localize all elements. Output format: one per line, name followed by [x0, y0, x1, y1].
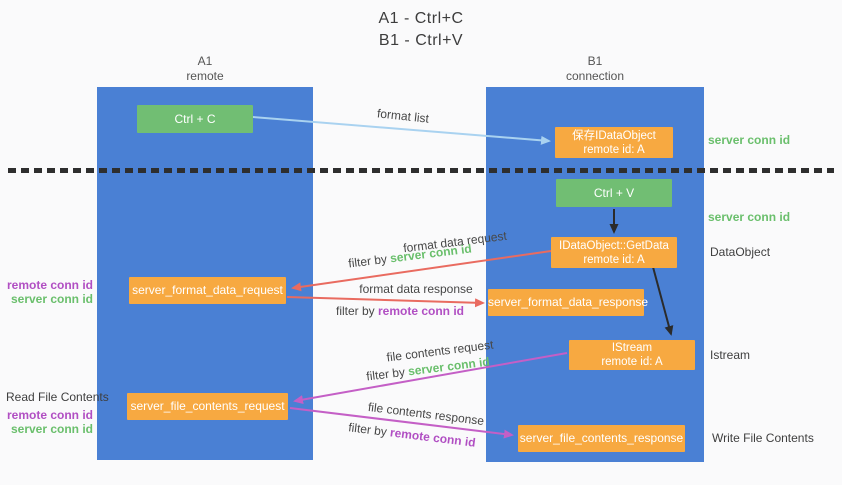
server-format-data-request-node: server_format_data_request: [129, 277, 286, 304]
title-line-1: A1 - Ctrl+C: [378, 10, 464, 27]
filter-by-text: filter by: [365, 364, 409, 384]
istream-node: IStream remote id: A: [569, 340, 695, 370]
read-file-contents-annotation: Read File Contents: [6, 390, 109, 404]
filter-by-text: filter by: [347, 420, 392, 440]
lane-b-header: B1 connection: [486, 54, 704, 84]
server-conn-id-annotation-1: server conn id: [10, 292, 93, 306]
session-divider-dotted-line: [8, 168, 834, 173]
server-file-contents-response-node: server_file_contents_response: [518, 425, 685, 452]
remote-conn-id-key: remote conn id: [389, 425, 477, 450]
save-dataobject-line1: 保存IDataObject: [572, 129, 656, 142]
filter-by-text: filter by: [335, 304, 378, 318]
lane-b-id: B1: [587, 54, 603, 68]
format-data-response-label: format data response: [359, 282, 473, 296]
lane-b-subtitle: connection: [565, 69, 625, 83]
getdata-line1: IDataObject::GetData: [559, 239, 669, 252]
server-file-contents-request-node: server_file_contents_request: [127, 393, 288, 420]
save-dataobject-line2: remote id: A: [583, 143, 645, 156]
server-conn-id-annotation-top: server conn id: [708, 133, 791, 147]
format-list-label: format list: [376, 106, 430, 126]
ctrl-c-node: Ctrl + C: [137, 105, 253, 133]
ctrl-v-node: Ctrl + V: [556, 179, 672, 207]
getdata-node: IDataObject::GetData remote id: A: [551, 237, 677, 268]
conn-id-pair-file: remote conn id server conn id: [5, 408, 93, 436]
istream-annotation: Istream: [710, 348, 751, 362]
istream-line1: IStream: [611, 342, 653, 354]
diagram-title: A1 - Ctrl+C B1 - Ctrl+V: [0, 8, 842, 52]
remote-conn-id-annotation-2: remote conn id: [6, 408, 93, 422]
save-dataobject-node: 保存IDataObject remote id: A: [555, 127, 673, 158]
istream-line2: remote id: A: [601, 356, 663, 368]
server-conn-id-annotation-2: server conn id: [10, 422, 93, 436]
remote-conn-id-key: remote conn id: [378, 304, 465, 318]
filter-by-text: filter by: [347, 251, 391, 271]
write-file-contents-annotation: Write File Contents: [712, 431, 814, 445]
title-line-2: B1 - Ctrl+V: [378, 32, 464, 49]
server-conn-id-annotation-mid: server conn id: [708, 210, 791, 224]
remote-conn-id-annotation-1: remote conn id: [6, 278, 93, 292]
format-data-response-arrow: [286, 296, 485, 308]
getdata-line2: remote id: A: [583, 253, 645, 266]
lane-a-subtitle: remote: [186, 69, 224, 83]
conn-id-pair-format: remote conn id server conn id: [5, 278, 93, 306]
lane-a-id: A1: [197, 54, 213, 68]
dataobject-annotation: DataObject: [710, 245, 771, 259]
lane-a-header: A1 remote: [97, 54, 313, 84]
server-format-data-response-node: server_format_data_response: [488, 289, 648, 316]
format-data-response-filter-label: filter by remote conn id: [320, 304, 480, 318]
